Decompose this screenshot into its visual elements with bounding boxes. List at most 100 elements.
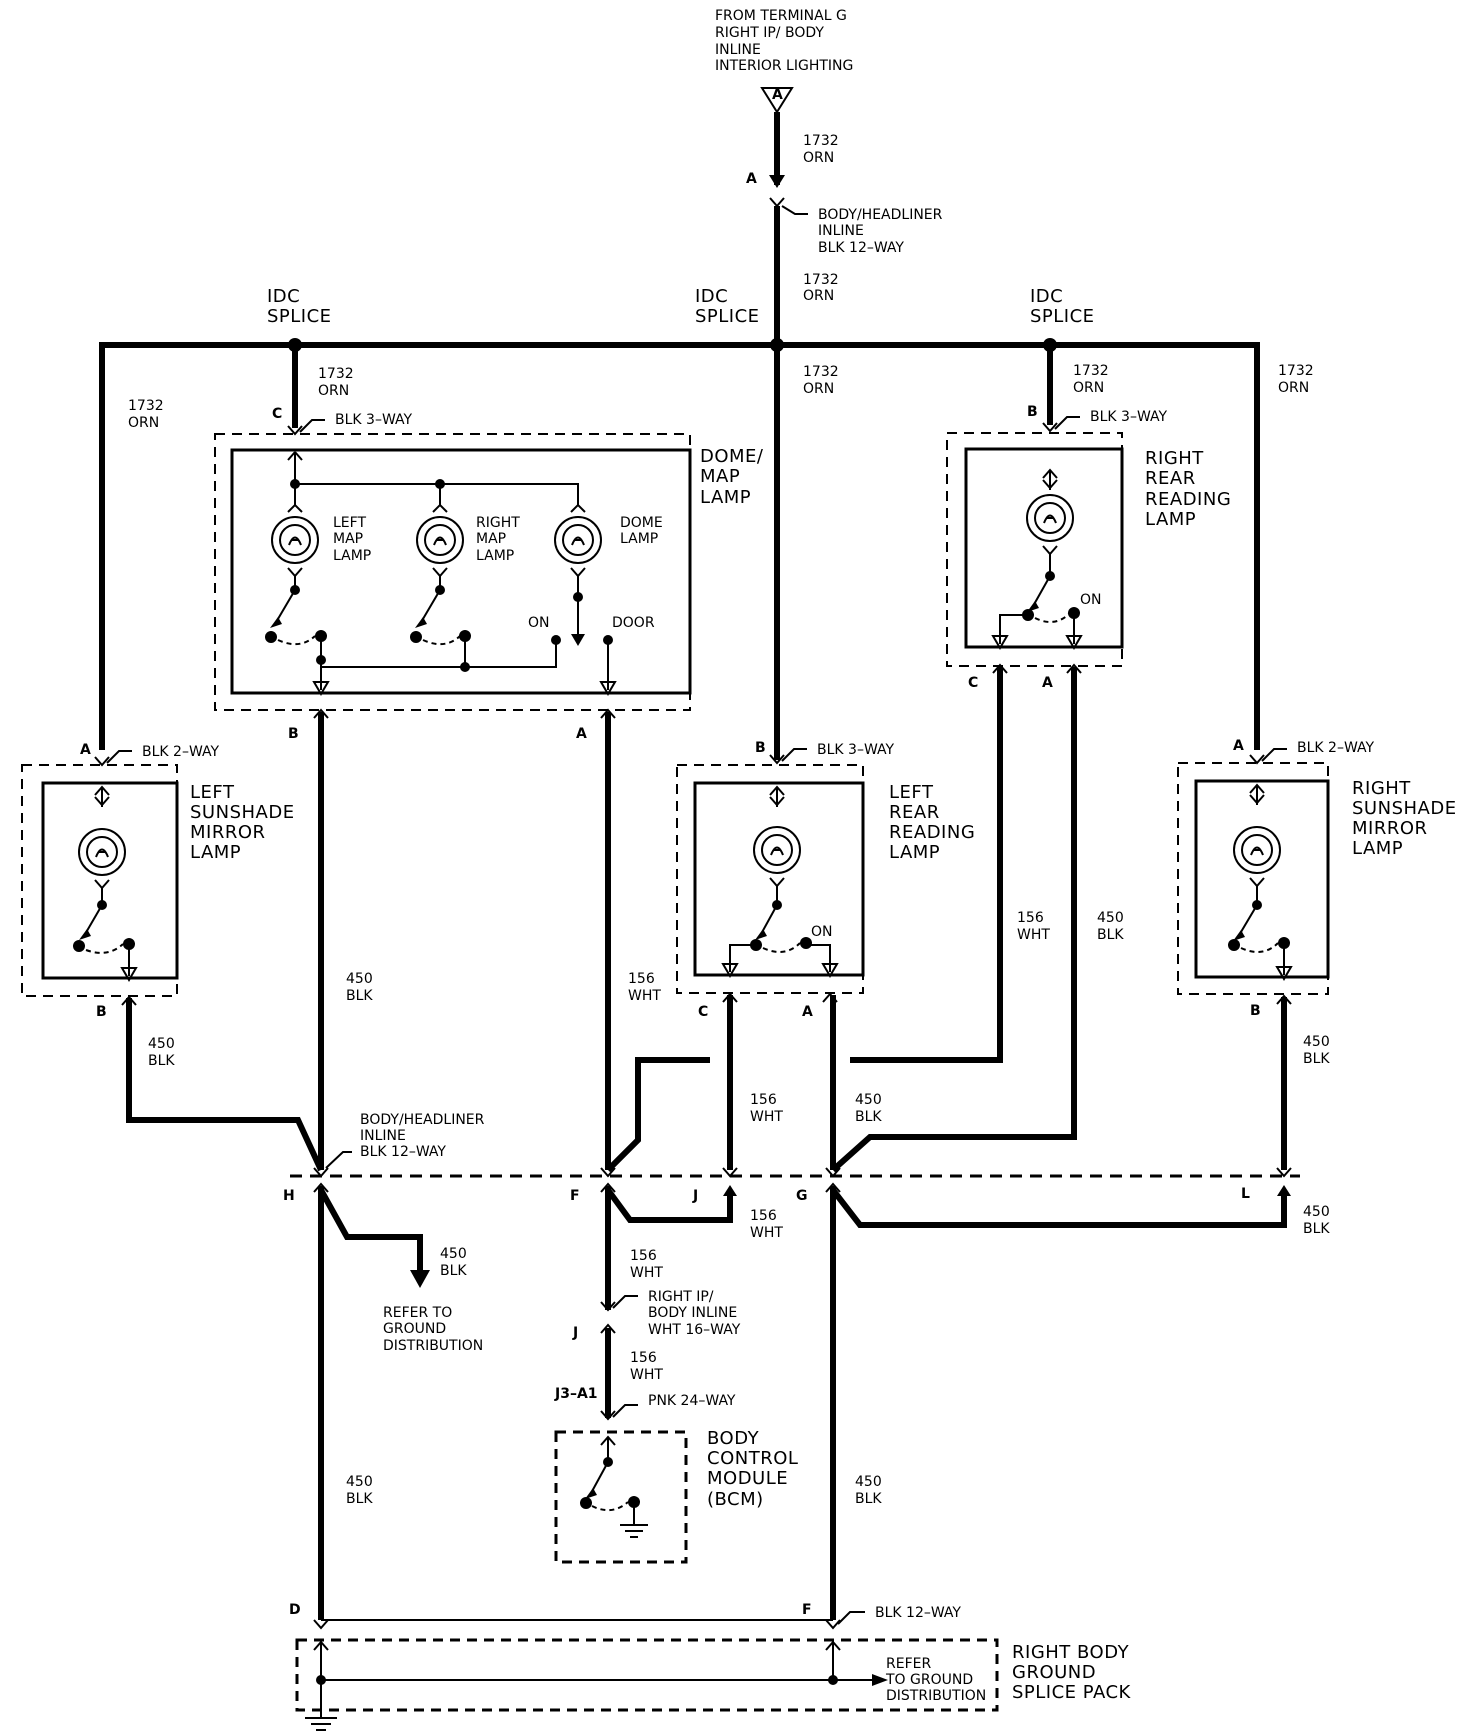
wire-color: BLK (440, 1263, 467, 1279)
bcm-label: BODY (707, 1428, 760, 1449)
lr-reading-bulb-icon (721, 785, 839, 978)
connector-label: BLK 3–WAY (817, 742, 895, 758)
wire-num: 450 (346, 1474, 373, 1490)
connector-chevron-icon (313, 1167, 1292, 1178)
wire-num: 450 (855, 1474, 882, 1490)
bcm-label: (BCM) (707, 1489, 764, 1510)
wire-num: 450 (1097, 910, 1124, 926)
connector-label: INLINE (360, 1128, 406, 1144)
wire-1732-bus (99, 342, 1260, 750)
dome-map-label: MAP (700, 466, 740, 487)
pin-label-bcm: J3–A1 (554, 1386, 598, 1402)
ground-splice-label: GROUND (1012, 1662, 1096, 1683)
lr-reading-label: REAR (889, 802, 940, 823)
wire-num: 1732 (803, 272, 839, 288)
connector-label: WHT 16–WAY (648, 1322, 741, 1338)
connector-chevron-icon (121, 995, 137, 1006)
bcm-label: MODULE (707, 1468, 788, 1489)
wire-color: ORN (318, 383, 349, 399)
connector-label: BLK 12–WAY (875, 1605, 961, 1621)
rr-reading-label: READING (1145, 489, 1231, 510)
rr-reading-label: REAR (1145, 468, 1196, 489)
wire-color: BLK (1303, 1221, 1330, 1237)
pin-label-a-top: A (746, 171, 757, 187)
ground-splice-label: RIGHT BODY (1012, 1642, 1130, 1663)
idc-splice-label: SPLICE (267, 306, 332, 327)
pin-label-a: A (1233, 738, 1244, 754)
connector-label: BLK 2–WAY (142, 744, 220, 760)
door-label: DOOR (612, 615, 655, 631)
on-label: ON (811, 924, 833, 940)
connector-chevron-icon (600, 708, 616, 719)
wire-color: BLK (1303, 1051, 1330, 1067)
pin-label-b: B (755, 740, 766, 756)
wire-num: 1732 (803, 133, 839, 149)
dome-lamp-label: DOME (620, 515, 663, 531)
left-sunshade-label: LAMP (190, 842, 241, 863)
wire-num: 156 (630, 1248, 657, 1264)
pin-label-a: A (576, 726, 587, 742)
left-map-label: LEFT (333, 515, 366, 531)
pin-label-g: G (796, 1188, 808, 1204)
connector-chevron-icon (600, 1323, 616, 1334)
pin-label-a: A (80, 742, 91, 758)
lr-reading-label: LAMP (889, 842, 940, 863)
wire-num: 156 (750, 1092, 777, 1108)
connector-chevron-icon (769, 754, 785, 765)
dome-map-connector-boundary (214, 433, 691, 711)
pin-label-b: B (1027, 404, 1038, 420)
wire-num: 156 (630, 1350, 657, 1366)
dome-lamp-label: LAMP (620, 531, 658, 547)
wire-color: WHT (628, 988, 661, 1004)
right-sunshade-connector-boundary (1177, 762, 1329, 995)
refer-ground-label: GROUND (383, 1321, 446, 1337)
source-terminal-letter: A (772, 87, 783, 103)
left-map-label: MAP (333, 531, 363, 547)
connector-chevron-icon (313, 1640, 841, 1651)
refer-ground-label: REFER TO (383, 1305, 452, 1321)
wire-color: WHT (750, 1225, 783, 1241)
pin-label-j: J (572, 1325, 578, 1341)
connector-label: BODY/HEADLINER (818, 207, 943, 223)
idc-splice-label: IDC (1030, 286, 1063, 307)
wire-color: BLK (346, 1491, 373, 1507)
connector-label: BLK 12–WAY (818, 240, 904, 256)
leader-line (1261, 748, 1287, 762)
connector-label: BLK 3–WAY (1090, 409, 1168, 425)
pin-label-l: L (1241, 1186, 1250, 1202)
idc-splice-label: SPLICE (1030, 306, 1095, 327)
pin-label-h: H (283, 1188, 295, 1204)
wire-color: ORN (1073, 380, 1104, 396)
pin-label-b: B (96, 1004, 107, 1020)
connector-chevron-icon (1276, 994, 1292, 1005)
refer-ground-label: REFER (886, 1656, 931, 1672)
ground-splice-label: SPLICE PACK (1012, 1682, 1132, 1703)
lr-reading-label: READING (889, 822, 975, 843)
wire-num: 1732 (1278, 363, 1314, 379)
wire-num: 450 (1303, 1034, 1330, 1050)
dome-map-label: LAMP (700, 487, 751, 508)
wire-color: BLK (148, 1053, 175, 1069)
connector-label: BLK 12–WAY (360, 1144, 446, 1160)
on-label: ON (528, 615, 550, 631)
rr-reading-lamp-box (964, 447, 1124, 649)
source-label: FROM TERMINAL G RIGHT IP/ BODY INLINE IN… (715, 8, 853, 74)
lr-reading-connector-boundary (676, 764, 864, 994)
wire-color: WHT (630, 1265, 663, 1281)
left-sunshade-label: SUNSHADE (190, 802, 295, 823)
wire-num: 450 (440, 1246, 467, 1262)
pin-label-f: F (570, 1188, 580, 1204)
wire-color: WHT (1017, 927, 1050, 943)
left-sunshade-label: MIRROR (190, 822, 266, 843)
arrow-icon (769, 175, 785, 188)
source-line-1: FROM TERMINAL G (715, 8, 847, 24)
wire-num: 450 (148, 1036, 175, 1052)
right-map-label: MAP (476, 531, 506, 547)
wire-color: ORN (803, 150, 834, 166)
left-sunshade-bulb-icon (73, 785, 138, 982)
pin-label-j: J (692, 1188, 698, 1204)
wire-450-rr (831, 667, 1077, 1173)
lr-reading-label: LEFT (889, 782, 934, 803)
wire-450-g-l (830, 1188, 1287, 1228)
wire-color: ORN (1278, 380, 1309, 396)
